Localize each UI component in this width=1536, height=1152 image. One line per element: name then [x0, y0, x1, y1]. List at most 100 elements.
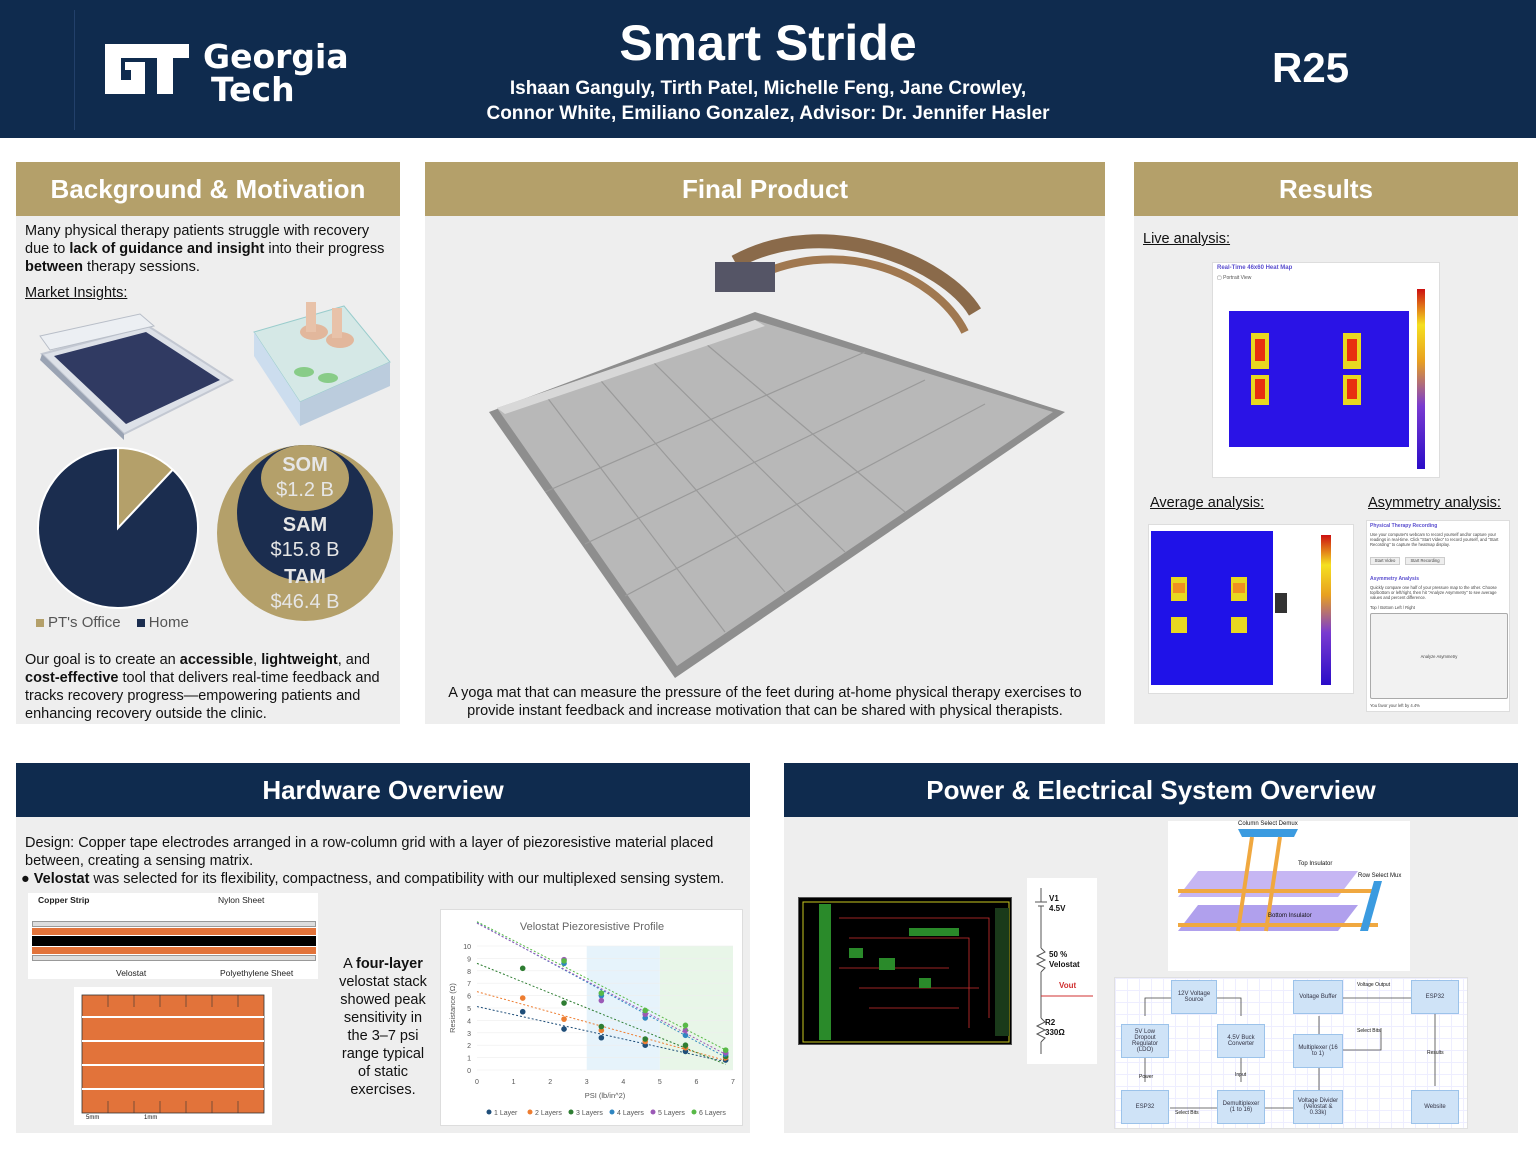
som-value: $1.2 B — [276, 479, 334, 501]
asym-section-desc: Quickly compare one half of your pressur… — [1370, 585, 1497, 600]
system-block-diagram: 12V Voltage Source 5V Low Dropout Regula… — [1114, 977, 1468, 1129]
pie-slice-1 — [37, 446, 199, 609]
legend-marker-2 — [568, 1109, 574, 1115]
data-point — [598, 990, 605, 996]
block-mux: Multiplexer (16 to 1) — [1293, 1034, 1343, 1068]
background-heading: Background & Motivation — [16, 162, 400, 216]
hardware-design-text: Design: Copper tape electrodes arranged … — [25, 835, 714, 869]
r2-label: R2 — [1045, 1018, 1056, 1027]
sam-label: SAM — [282, 514, 328, 536]
y-tick-label: 5 — [467, 1006, 471, 1013]
y-tick-label: 9 — [467, 956, 471, 963]
trendline-2 — [476, 962, 726, 1065]
heatmap-title: Real-Time 46x60 Heat Map — [1217, 265, 1293, 271]
data-point — [642, 1007, 649, 1014]
tam-label: TAM — [284, 566, 326, 588]
market-size-circles: SOM $1.2 B SAM $15.8 B TAM $46.4 B — [217, 445, 393, 621]
poster-header: Georgia Tech Smart Stride Ishaan Ganguly… — [0, 0, 1536, 138]
average-heatmap-plot — [1151, 531, 1331, 685]
portrait-checkbox[interactable]: ▢ — [1217, 275, 1222, 281]
legend-marker-5 — [691, 1109, 697, 1115]
portrait-view-label: Portrait View — [1223, 275, 1252, 281]
live-heatmap-plot — [1229, 289, 1425, 469]
data-point — [519, 965, 526, 972]
edge-input: Input — [1235, 1072, 1247, 1078]
edge-power: Power — [1139, 1074, 1154, 1080]
x-axis-label: PSI (lb/in^2) — [585, 1091, 626, 1100]
x-tick-label: 7 — [731, 1079, 735, 1086]
asym-split-options[interactable]: Top / Bottom Left / Right — [1370, 605, 1415, 610]
asymmetry-analysis-label: Asymmetry analysis: — [1368, 495, 1501, 511]
average-heatmap-screenshot — [1148, 524, 1354, 694]
trendline-5 — [476, 921, 726, 1051]
data-point — [561, 1026, 567, 1032]
asym-result-text: You favor your left by 4.4% — [1370, 703, 1420, 708]
trendline-4 — [476, 922, 726, 1055]
legend-label-0: 1 Layer — [494, 1110, 518, 1117]
legend-marker-4 — [650, 1109, 656, 1115]
r2-value: 330Ω — [1045, 1028, 1065, 1037]
layer-stack-diagram: Copper Strip Nylon Sheet Velostat Polyet… — [28, 893, 318, 979]
velostat-percent: 50 % — [1049, 950, 1068, 959]
polyethylene-sheet-label: Polyethylene Sheet — [220, 968, 294, 978]
start-video-button[interactable]: Start Video — [1370, 557, 1400, 565]
hardware-bullet: ● Velostat was selected for its flexibil… — [21, 871, 725, 887]
block-esp32-b: ESP32 — [1411, 980, 1459, 1014]
data-point — [642, 1036, 649, 1042]
legend-label-3: 4 Layers — [617, 1110, 644, 1117]
live-analysis-label: Live analysis: — [1143, 231, 1231, 247]
y-tick-label: 0 — [467, 1068, 471, 1075]
edge-voltage-output: Voltage Output — [1357, 982, 1391, 988]
demux-label: Column Select Demux — [1238, 821, 1298, 827]
data-point — [561, 1016, 567, 1022]
georgia-tech-logo: Georgia Tech — [74, 10, 354, 130]
sam-value: $15.8 B — [270, 539, 340, 561]
legend-swatch-office — [36, 619, 44, 628]
authors-line2: Connor White, Emiliano Gonzalez, Advisor… — [486, 103, 1050, 124]
results-panel: Results Live analysis: Real-Time 46x60 H… — [1134, 162, 1518, 724]
final-product-panel: Final Product A yoga mat that can measur… — [425, 162, 1105, 724]
pcb-layout-image — [798, 897, 1012, 1045]
block-12v-source: 12V Voltage Source — [1171, 980, 1217, 1014]
y-tick-label: 6 — [467, 994, 471, 1001]
legend-label-1: 2 Layers — [535, 1110, 562, 1117]
hardware-panel: Hardware Overview Design: Copper tape el… — [16, 763, 750, 1133]
hardware-note: A four-layer velostat stack showed peak … — [339, 956, 427, 1098]
market-pie-chart — [37, 446, 199, 609]
data-point — [561, 1000, 567, 1006]
x-tick-label: 4 — [621, 1079, 625, 1086]
x-tick-label: 2 — [548, 1079, 552, 1086]
competitor-mat-image — [39, 313, 235, 440]
nylon-sheet-label: Nylon Sheet — [218, 895, 265, 905]
asym-panel-desc: Use your computer's webcam to record you… — [1370, 532, 1499, 547]
y-tick-label: 3 — [467, 1031, 471, 1038]
data-point — [598, 1034, 605, 1041]
analyze-asymmetry-button[interactable]: Analyze Asymmetry — [1370, 613, 1508, 699]
velostat-name: Velostat — [1049, 960, 1080, 969]
velostat-chart-svg: Velostat Piezoresistive Profile012345678… — [448, 921, 735, 1117]
legend-marker-3 — [609, 1109, 615, 1115]
logo-line1: Georgia — [203, 37, 349, 76]
logo-line2: Tech — [211, 70, 295, 109]
authors: Ishaan Ganguly, Tirth Patel, Michelle Fe… — [0, 76, 1536, 126]
v1-label: V1 — [1049, 894, 1059, 903]
y-tick-label: 4 — [467, 1018, 471, 1025]
live-heatmap-screenshot: Real-Time 46x60 Heat Map ▢ Portrait View — [1212, 262, 1440, 478]
x-tick-label: 3 — [585, 1079, 589, 1086]
grid-dim-a: 5mm — [86, 1115, 100, 1121]
som-label: SOM — [282, 454, 328, 476]
electrode-grid-diagram: 5mm 1mm — [74, 987, 272, 1125]
start-recording-button[interactable]: Start Recording — [1405, 557, 1445, 565]
data-point — [598, 997, 605, 1004]
legend-marker-0 — [486, 1109, 492, 1115]
market-insights-label: Market Insights: — [25, 285, 128, 301]
top-insulator-label: Top Insulator — [1298, 861, 1333, 867]
x-tick-label: 0 — [475, 1079, 479, 1086]
y-tick-label: 1 — [467, 1056, 471, 1063]
power-heading: Power & Electrical System Overview — [784, 763, 1518, 817]
x-tick-label: 1 — [512, 1079, 516, 1086]
block-buck: 4.5V Buck Converter — [1217, 1024, 1265, 1058]
block-voltage-divider: Voltage Divider (Velostat & 0.33k) — [1293, 1090, 1343, 1124]
poster-id-badge: R25 — [1272, 44, 1350, 91]
